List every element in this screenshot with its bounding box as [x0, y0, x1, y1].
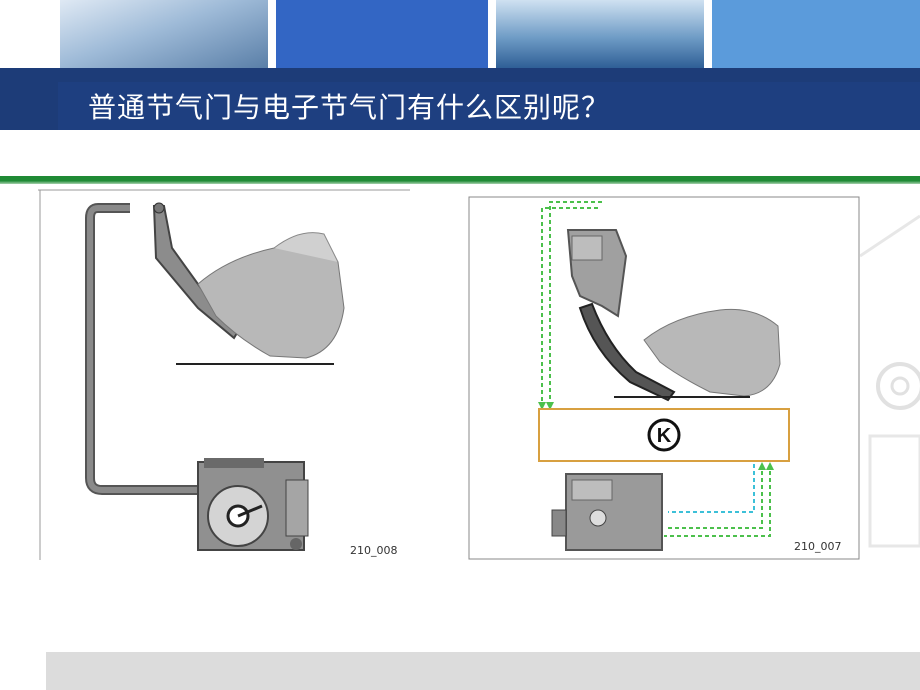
banner-block-blue	[276, 0, 488, 68]
title-bar	[0, 68, 920, 130]
banner-image-hands	[60, 0, 268, 68]
slide-title: 普通节气门与电子节气门有什么区别呢？	[88, 91, 611, 124]
figure-label: 210_007	[794, 540, 842, 553]
banner-image-buildings	[496, 0, 704, 68]
bottom-bar	[46, 652, 920, 690]
ecu-symbol: K	[657, 425, 672, 447]
figure-mechanical-throttle: 210_008	[38, 188, 410, 560]
banner-block-lightblue	[712, 0, 920, 68]
divider-line	[0, 176, 920, 184]
decorative-gears	[860, 196, 920, 556]
figure-electronic-throttle: K 210_007	[468, 196, 860, 560]
figure-label: 210_008	[350, 544, 398, 557]
